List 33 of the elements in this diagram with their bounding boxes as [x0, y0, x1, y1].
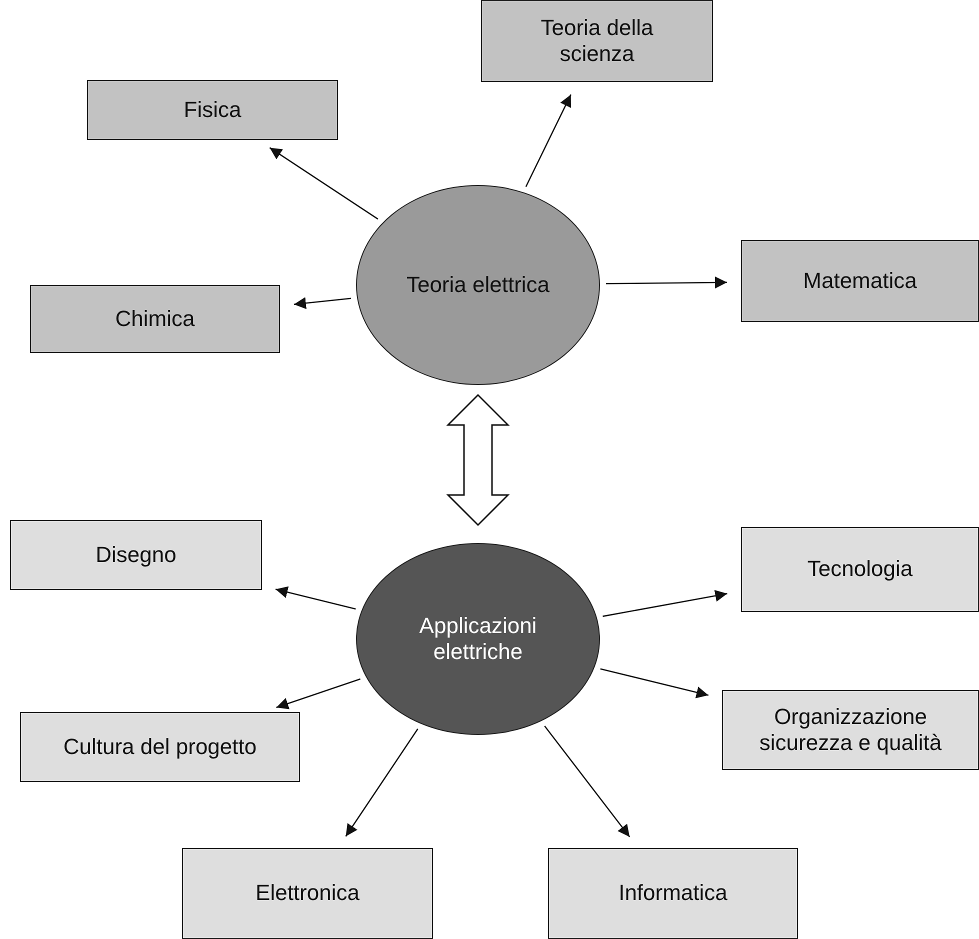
topic-box	[741, 240, 979, 322]
arrow	[602, 590, 728, 617]
arrow	[525, 94, 572, 188]
arrow	[606, 276, 727, 289]
node-label: Teoria della scienza	[540, 14, 654, 68]
arrow	[600, 668, 709, 698]
arrow	[345, 728, 418, 837]
node-label: Tecnologia	[807, 556, 913, 583]
node-label: Elettronica	[256, 880, 360, 907]
topic-box	[10, 520, 262, 590]
arrow	[275, 586, 356, 610]
node-label: Teoria elettrica	[406, 272, 550, 298]
topic-box	[741, 527, 979, 612]
topic-box	[722, 690, 979, 770]
topic-box	[87, 80, 338, 140]
node-label: Applicazioni elettriche	[418, 612, 538, 666]
node-label: Disegno	[96, 542, 176, 568]
node-label: Cultura del progetto	[63, 734, 257, 760]
node-label: Fisica	[184, 96, 242, 124]
arrow	[544, 726, 630, 838]
topic-box	[548, 848, 798, 939]
topic-box	[30, 285, 280, 353]
topic-box	[182, 848, 433, 939]
node-label: Informatica	[618, 880, 728, 907]
node-label: Matematica	[803, 268, 917, 294]
topic-box	[481, 0, 713, 82]
node-label: Chimica	[115, 306, 195, 332]
double-arrow	[446, 394, 510, 526]
arrow	[276, 678, 361, 710]
arrow	[269, 147, 378, 220]
node-label: Organizzazione sicurezza e qualità	[758, 704, 943, 756]
topic-box	[20, 712, 300, 782]
arrow	[294, 297, 352, 310]
